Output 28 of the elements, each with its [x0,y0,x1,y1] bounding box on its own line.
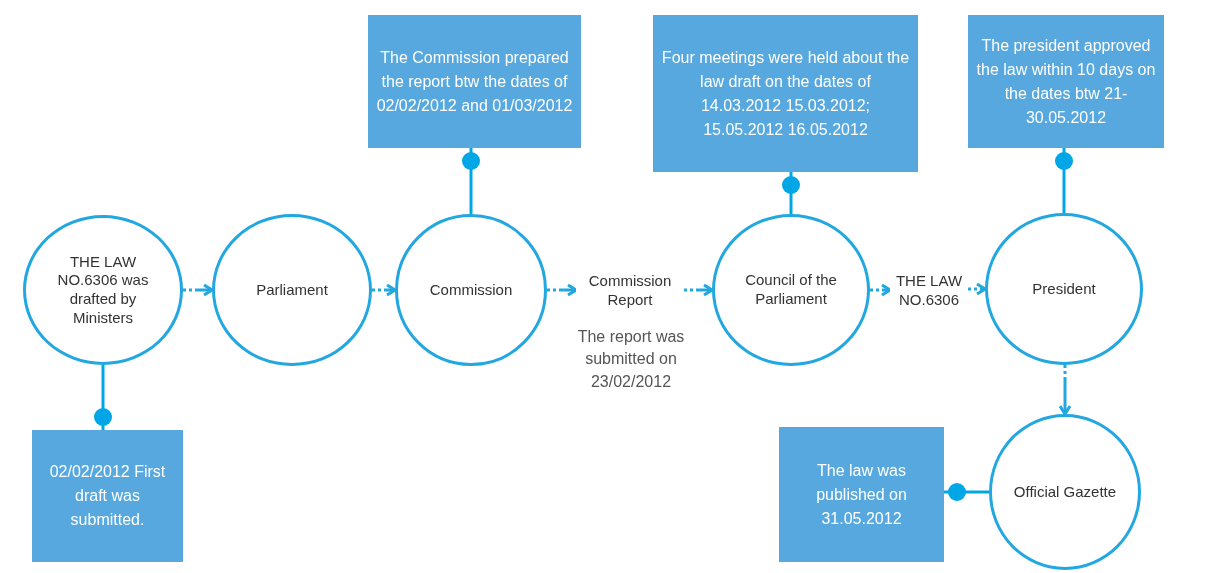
stage-label: Parliament [256,280,328,300]
stage-label: THE LAW NO.6306 was drafted by Ministers [56,252,150,328]
note-text: The law was published on 31.05.2012 [815,460,908,529]
note-box [32,430,183,562]
arrow [547,283,578,297]
stage-label: President [1032,279,1096,299]
arrow [684,283,714,297]
note-text: The Commission prepared the report btw the dates of 02/02/2012 and 01/03/2012 [376,47,573,116]
arrow [870,283,892,297]
connector-line [462,148,480,214]
stage-label: Council of the Parliament [744,271,838,309]
arrow [968,282,987,296]
connector-line [94,365,112,430]
stage-label: Official Gazette [1013,482,1117,502]
connector-line [1055,148,1073,213]
note-box [968,15,1164,148]
note-text: The report was submitted on 23/02/2012 [576,327,686,392]
note-box [653,15,918,172]
note-text: Four meetings were held about the law draft on the dates of 14.03.2012 15.03.2012; 15.05.2012 16.05.2012 [661,47,910,140]
note-text: 02/02/2012 First draft was submitted. [48,462,167,530]
note-box [779,427,944,562]
arrow [372,283,397,297]
stage-label: Commission [429,280,513,300]
note-text: The president approved the law within 10 days on the dates btw 21-30.05.2012 [976,35,1156,128]
connector-line [944,483,989,501]
arrow [183,283,214,297]
note-box [368,15,581,148]
arrow [1058,365,1072,416]
